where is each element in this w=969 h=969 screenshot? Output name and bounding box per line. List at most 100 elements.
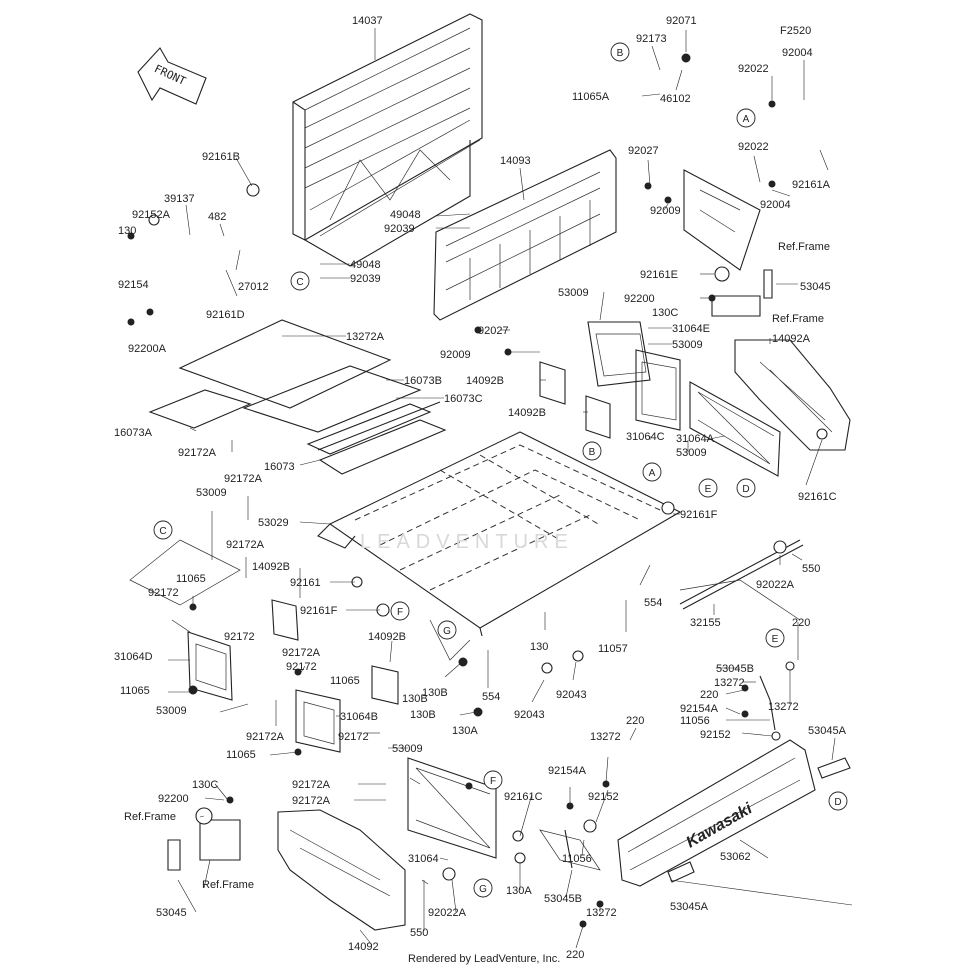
part-label: 92004 xyxy=(760,199,791,211)
part-label: 92161A xyxy=(792,179,831,191)
part-label: 16073A xyxy=(114,427,153,439)
rack-14037 xyxy=(292,13,483,267)
panel-31064c xyxy=(635,349,681,431)
bracket-53045-upper xyxy=(711,269,773,317)
diagram-title-ref: F2520 xyxy=(780,25,811,37)
part-label: 46102 xyxy=(660,93,691,105)
part-label: 220 xyxy=(566,949,584,961)
part-label: 92172 xyxy=(286,661,317,673)
part-label: 13272A xyxy=(346,331,385,343)
part-label: 92009 xyxy=(650,205,681,217)
part-label: 31064C xyxy=(626,431,665,443)
credit-text: Rendered by LeadVenture, Inc. xyxy=(408,953,560,965)
part-label: 92161 xyxy=(290,577,321,589)
part-label: 16073C xyxy=(444,393,483,405)
part-label: 92200 xyxy=(158,793,189,805)
part-label: 92161F xyxy=(300,605,338,617)
part-label: 482 xyxy=(208,211,226,223)
svg-text:B: B xyxy=(617,48,624,59)
part-label: 39137 xyxy=(164,193,195,205)
part-label: 53062 xyxy=(720,851,751,863)
callout-e-right: E xyxy=(765,628,785,648)
panel-31064a xyxy=(689,381,781,477)
part-label: 53009 xyxy=(676,447,707,459)
part-label: 92161C xyxy=(504,791,543,803)
part-label: 92154A xyxy=(548,765,587,777)
part-label: 53045A xyxy=(808,725,847,737)
panel-31064 xyxy=(407,757,497,859)
part-label: 92022A xyxy=(428,907,467,919)
part-label: 92172 xyxy=(224,631,255,643)
part-label: 220 xyxy=(626,715,644,727)
part-label: 53045A xyxy=(670,901,709,913)
tailgate-14093 xyxy=(433,149,617,321)
part-label: 130B xyxy=(402,693,428,705)
part-label: 92161D xyxy=(206,309,245,321)
part-label: 49048 xyxy=(350,259,381,271)
callout-f-lower: F xyxy=(483,770,503,790)
part-label: 550 xyxy=(410,927,428,939)
part-label: 32155 xyxy=(690,617,721,629)
part-label: 31064B xyxy=(340,711,378,723)
part-label: 11065 xyxy=(176,573,206,585)
svg-text:F: F xyxy=(397,607,403,618)
part-label: 14092B xyxy=(508,407,546,419)
panel-14092b-lower xyxy=(271,599,399,705)
part-label: 92154A xyxy=(680,703,719,715)
part-label: 31064A xyxy=(676,433,715,445)
ref-frame-label-mid: Ref.Frame xyxy=(772,313,824,325)
part-label: 53045B xyxy=(716,663,754,675)
svg-text:D: D xyxy=(834,797,841,808)
svg-text:B: B xyxy=(589,447,596,458)
part-label: 554 xyxy=(644,597,662,609)
part-label: 92027 xyxy=(628,145,659,157)
part-label: 49048 xyxy=(390,209,421,221)
callout-f-mid: F xyxy=(390,601,410,621)
part-label: 11065 xyxy=(120,685,150,697)
part-label: 92172 xyxy=(148,587,179,599)
part-label: 92200A xyxy=(128,343,167,355)
part-label: Ref.Frame xyxy=(124,811,176,823)
part-label: 92039 xyxy=(384,223,415,235)
part-label: 220 xyxy=(792,617,810,629)
part-label: 92022 xyxy=(738,63,769,75)
panel-31064d xyxy=(187,631,233,701)
svg-text:G: G xyxy=(443,626,451,637)
part-label: 31064E xyxy=(672,323,710,335)
cargo-bed-53029 xyxy=(317,431,682,637)
part-label: 92172A xyxy=(178,447,217,459)
callout-g-lower: G xyxy=(473,878,493,898)
part-label: 13272 xyxy=(714,677,745,689)
part-label: 130C xyxy=(192,779,218,791)
part-label: 130C xyxy=(652,307,678,319)
part-label: 53045B xyxy=(544,893,582,905)
part-label: 13272 xyxy=(768,701,799,713)
part-label: 92172A xyxy=(224,473,263,485)
side-wall-14092 xyxy=(277,809,406,931)
svg-text:C: C xyxy=(159,526,166,537)
front-arrow-icon: FRONT xyxy=(137,47,207,105)
ref-frame-label-lower: Ref.Frame xyxy=(202,879,254,891)
part-label: 92161B xyxy=(202,151,240,163)
part-label: 130 xyxy=(118,225,136,237)
svg-text:A: A xyxy=(743,114,750,125)
part-label: 31064 xyxy=(408,853,439,865)
part-label: 92154 xyxy=(118,279,149,291)
part-label: 92172 xyxy=(338,731,369,743)
part-label: 92200 xyxy=(624,293,655,305)
part-label: 92152 xyxy=(700,729,731,741)
part-label: 92173 xyxy=(636,33,667,45)
part-label: 92027 xyxy=(478,325,509,337)
callout-c-top: C xyxy=(290,271,310,291)
part-label: 92022 xyxy=(738,141,769,153)
part-label: 92152 xyxy=(588,791,619,803)
panel-31064b xyxy=(295,689,341,753)
construction-lines xyxy=(129,539,801,871)
hardware-dots xyxy=(127,53,828,928)
part-label: 14092B xyxy=(466,375,504,387)
part-label: 550 xyxy=(802,563,820,575)
part-label: 130B xyxy=(410,709,436,721)
part-label: 11065 xyxy=(330,675,360,687)
svg-text:E: E xyxy=(772,634,779,645)
